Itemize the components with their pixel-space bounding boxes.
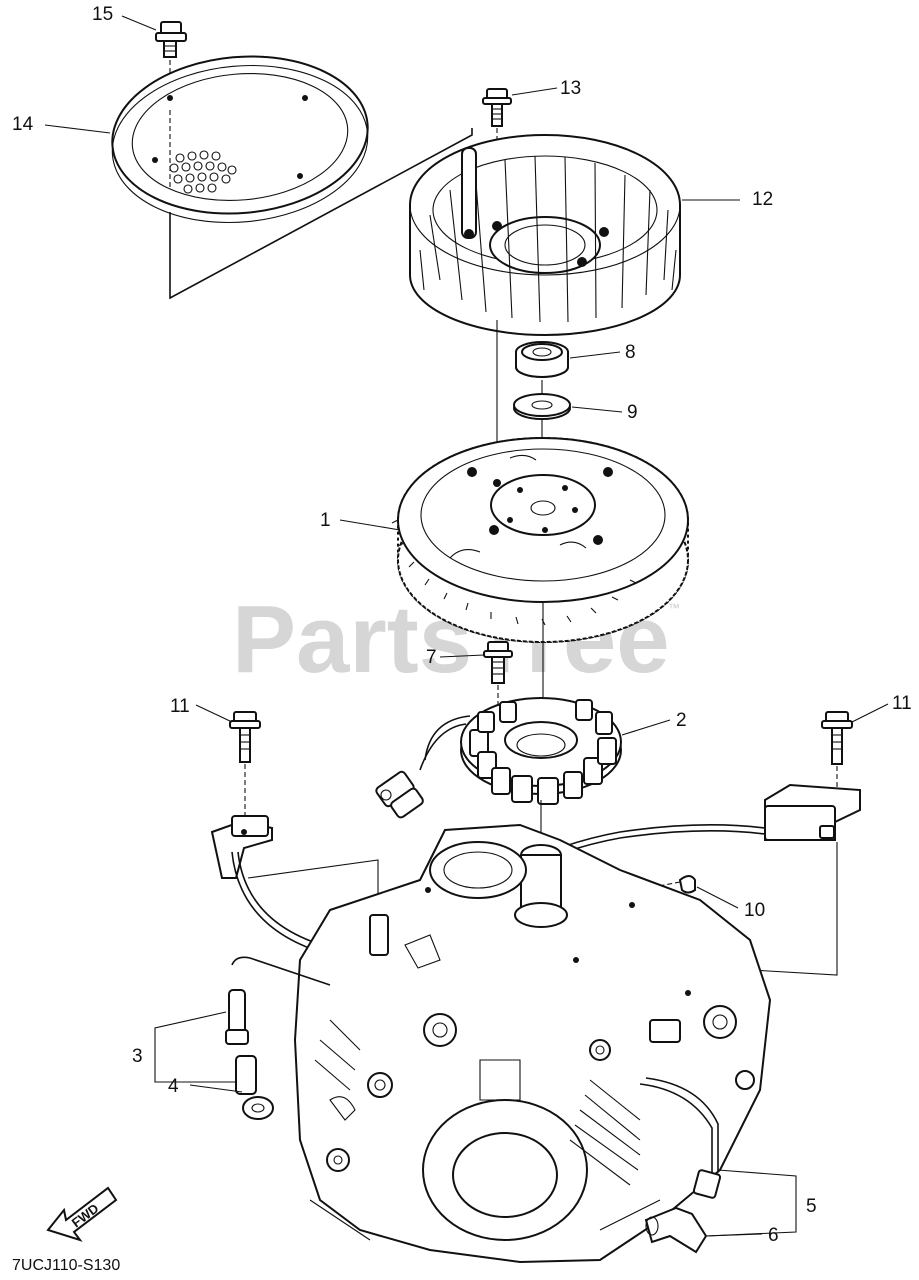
callout-numbers: 15 14 13 12 8 9 1 7 2 11 11 10 3 4 5 6: [12, 4, 912, 1246]
callout-6: 6: [768, 1225, 779, 1246]
part-6-plug-cap[interactable]: [644, 1206, 708, 1254]
part-14-flywheel-cover[interactable]: [106, 46, 375, 233]
part-4-plug-cap[interactable]: [235, 1055, 274, 1120]
part-5-plug-lead[interactable]: [639, 1077, 722, 1199]
callout-2: 2: [676, 710, 687, 731]
callout-1: 1: [320, 510, 331, 531]
part-11-bolt-right[interactable]: [821, 711, 853, 765]
engine-crankcase: [293, 823, 772, 1264]
callout-11-right: 11: [892, 693, 912, 714]
cover-mounting-leader: [169, 128, 473, 300]
part-8-nut[interactable]: [515, 341, 569, 378]
callout-10: 10: [744, 900, 765, 921]
part-3-plug-lead[interactable]: [225, 956, 331, 1045]
callout-4: 4: [168, 1076, 179, 1097]
part-15-screw[interactable]: [155, 21, 187, 58]
callout-3: 3: [132, 1046, 143, 1067]
callout-11-left: 11: [170, 696, 190, 717]
stator-coils: [469, 699, 617, 805]
part-12-cooling-fan[interactable]: [409, 134, 681, 336]
cover-vent-holes: [169, 150, 237, 194]
watermark-trademark: ™: [668, 601, 680, 615]
part-13-bolt[interactable]: [482, 88, 512, 127]
callout-7: 7: [426, 647, 437, 668]
callout-14: 14: [12, 114, 34, 135]
diagram-code: 7UCJ110-S130: [12, 1257, 120, 1274]
callout-15: 15: [92, 4, 113, 25]
part-11-bolt-left[interactable]: [229, 711, 261, 763]
callout-12: 12: [752, 189, 773, 210]
stator-connectors[interactable]: [375, 770, 425, 819]
callout-8: 8: [625, 342, 636, 363]
part-7-bolt[interactable]: [483, 641, 513, 684]
callout-5: 5: [806, 1196, 817, 1217]
part-9-washer[interactable]: [513, 393, 571, 420]
callout-13: 13: [560, 78, 581, 99]
callout-9: 9: [627, 402, 638, 423]
part-10-key[interactable]: [678, 875, 696, 894]
part-1-flywheel[interactable]: [391, 437, 689, 643]
fwd-direction-arrow: FWD: [46, 1186, 118, 1242]
callout-leaders: [44, 15, 889, 1237]
part-2-stator[interactable]: [419, 697, 622, 805]
